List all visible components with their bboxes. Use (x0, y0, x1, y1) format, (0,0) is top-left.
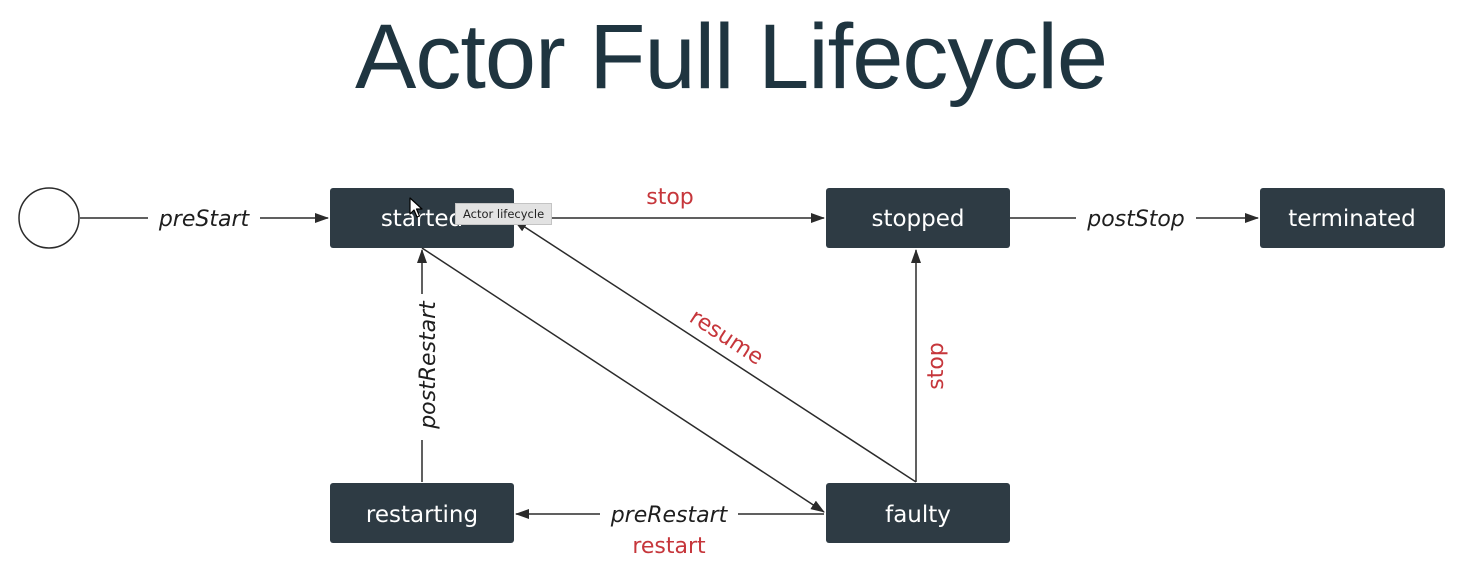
resume-label: resume (685, 305, 768, 371)
edge-started-to-faulty (421, 247, 825, 513)
state-faulty: faulty (826, 483, 1010, 543)
prerestart-label: preRestart (610, 503, 729, 528)
postrestart-label: postRestart (416, 300, 441, 430)
state-restarting-label: restarting (366, 502, 478, 528)
state-terminated-label: terminated (1288, 206, 1415, 232)
edge-resume (513, 219, 917, 483)
stop-top-label: stop (646, 185, 694, 210)
stop-right-label: stop (924, 342, 949, 390)
poststop-label: postStop (1086, 207, 1185, 232)
slide-title: Actor Full Lifecycle (354, 6, 1108, 108)
prestart-label: preStart (158, 207, 251, 232)
state-started-label: started (381, 206, 463, 232)
initial-state-circle (18, 187, 80, 249)
restart-label: restart (632, 534, 706, 559)
tooltip: Actor lifecycle (455, 203, 553, 225)
state-terminated: terminated (1260, 188, 1445, 248)
state-stopped: stopped (826, 188, 1010, 248)
mouse-pointer-icon (409, 197, 423, 218)
state-faulty-label: faulty (885, 502, 951, 528)
state-stopped-label: stopped (871, 206, 964, 232)
state-restarting: restarting (330, 483, 514, 543)
